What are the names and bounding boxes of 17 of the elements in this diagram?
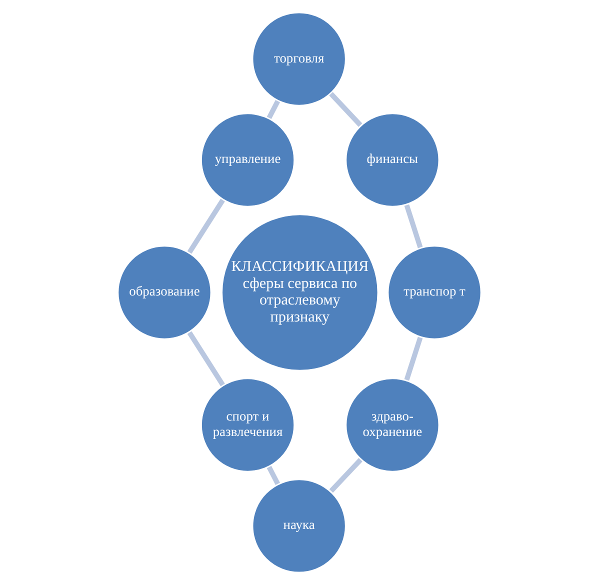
node-circle: наука [250, 478, 348, 574]
node-circle: транспор т [386, 244, 483, 341]
connector [187, 331, 225, 386]
node-circle: КЛАССИФИКАЦИЯ сферы сервиса по отраслевому признаку [220, 212, 380, 372]
node-circle: управление [199, 112, 296, 208]
connector [329, 458, 362, 493]
connector [404, 336, 423, 381]
node-circle: спорт и развлечения [199, 376, 296, 474]
node-circle: торговля [250, 10, 348, 108]
connector [404, 204, 423, 248]
connector [329, 92, 362, 127]
connector [187, 198, 225, 254]
node-circle: финансы [344, 112, 441, 208]
connector [266, 100, 280, 120]
node-circle: образование [116, 244, 213, 341]
node-circle: здраво- охранение [344, 376, 441, 474]
connector [266, 466, 280, 485]
